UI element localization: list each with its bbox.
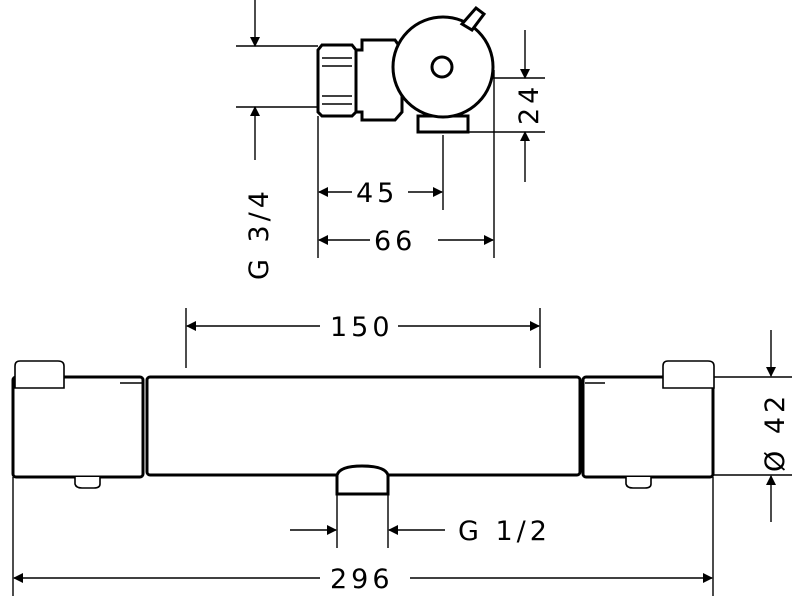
inlet-thread-label: G 3/4 — [244, 187, 275, 280]
right-foot — [625, 477, 652, 489]
outlet-spout — [335, 464, 390, 496]
right-cap-button — [662, 360, 715, 389]
valve-center-hole — [430, 55, 454, 79]
center-distance-dimension: 150 — [185, 308, 541, 368]
center-distance-label: 150 — [330, 312, 394, 343]
depth-24-dimension: 24 — [468, 30, 545, 182]
front-view — [11, 360, 715, 496]
left-foot — [74, 477, 101, 489]
depth-66-dimension: 66 — [318, 70, 495, 258]
overall-length-label: 296 — [330, 564, 394, 595]
inlet-thread-dimension: G 3/4 — [236, 0, 318, 280]
overall-length-dimension: 296 — [12, 477, 714, 596]
connector-body — [354, 38, 404, 122]
right-end-cap — [581, 375, 715, 479]
diameter-42-label: Ø 42 — [760, 392, 791, 472]
valve-tab — [459, 5, 487, 32]
diameter-42-dimension: Ø 42 — [714, 330, 792, 522]
outlet-thread-dimension: G 1/2 — [290, 494, 551, 548]
left-cap-button — [14, 360, 65, 389]
offset-45-dimension: 45 — [317, 116, 444, 258]
left-end-cap — [11, 375, 145, 479]
middle-body — [145, 375, 582, 477]
top-view — [316, 5, 495, 134]
hex-nut — [316, 43, 358, 118]
depth-24-label: 24 — [514, 83, 545, 125]
depth-66-label: 66 — [374, 226, 416, 257]
offset-45-label: 45 — [356, 178, 398, 209]
outlet-thread-label: G 1/2 — [458, 516, 551, 547]
